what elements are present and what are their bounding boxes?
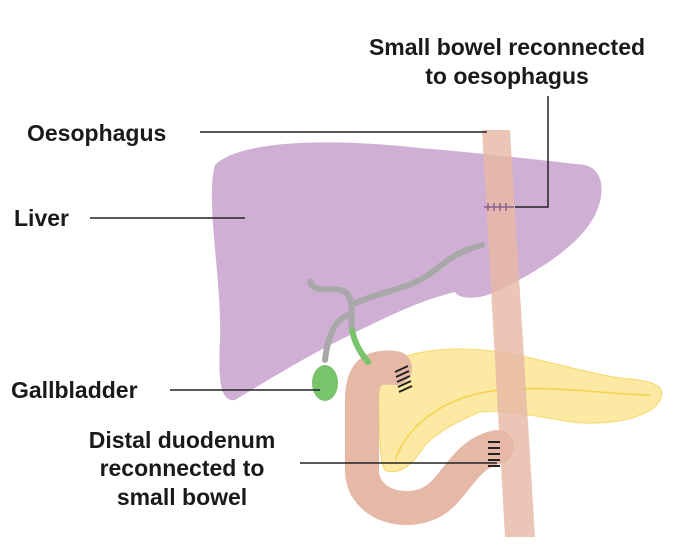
- oesophagus-sutures: [484, 203, 514, 211]
- label-liver: Liver: [14, 205, 69, 231]
- label-duodenum-line1: Distal duodenum: [89, 427, 276, 453]
- distal-duodenum-sutures: [488, 441, 500, 467]
- duodenum: [345, 350, 514, 526]
- label-small-bowel-line2: to oesophagus: [425, 63, 589, 89]
- label-oesophagus: Oesophagus: [27, 120, 166, 146]
- duodenum-stump-sutures: [394, 365, 413, 393]
- bile-duct: [307, 242, 485, 363]
- gallbladder: [312, 365, 338, 401]
- label-gallbladder: Gallbladder: [11, 377, 138, 403]
- oesophagus: [482, 130, 535, 537]
- small-bowel-leader-line: [515, 96, 549, 208]
- label-small-bowel-line1: Small bowel reconnected: [369, 34, 645, 60]
- label-duodenum-line2: reconnected to: [100, 455, 265, 481]
- label-duodenum-line3: small bowel: [117, 484, 247, 510]
- common-bile-duct: [349, 327, 371, 365]
